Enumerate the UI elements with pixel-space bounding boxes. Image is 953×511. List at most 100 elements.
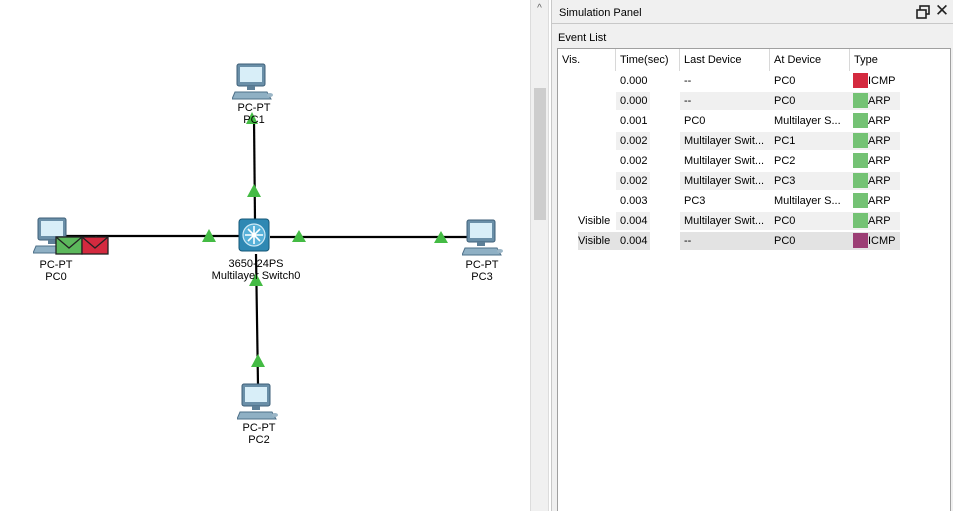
event-vis-cell (578, 72, 616, 90)
event-type-cell: ICMP (868, 75, 896, 87)
link-indicator-switch-left (202, 229, 216, 242)
event-vis-cell (578, 132, 616, 150)
pdu-color-swatch[interactable] (853, 173, 868, 188)
event-at-device-cell: Multilayer S... (774, 195, 841, 207)
event-vis-cell: Visible (578, 215, 611, 227)
event-list-label: Event List (558, 32, 607, 44)
event-type-cell: ARP (868, 195, 891, 207)
pdu-color-swatch[interactable] (853, 113, 868, 128)
event-at-device-cell: PC0 (770, 232, 854, 250)
pdu-color-swatch[interactable] (853, 73, 868, 88)
event-time-cell: 0.000 (620, 75, 648, 87)
pc0-label: PC-PT PC0 (40, 259, 73, 283)
event-at-device-cell: PC0 (774, 75, 796, 87)
event-at-device-cell: PC0 (770, 92, 854, 110)
link-indicator-switch-top (247, 184, 261, 197)
link-indicator-pc1-side (246, 112, 258, 124)
simulation-panel-header: Simulation Panel ✕ (552, 2, 953, 24)
chevron-up-icon[interactable]: ^ (537, 3, 542, 14)
pc1-computer-icon[interactable] (232, 62, 274, 102)
canvas-vertical-scrollbar[interactable]: ^ (530, 0, 549, 511)
event-last-device-cell: -- (684, 75, 692, 87)
pdu-color-swatch[interactable] (853, 233, 868, 248)
event-type-cell: ARP (868, 155, 891, 167)
event-vis-cell (578, 192, 616, 210)
link-indicator-pc3-side (434, 231, 448, 243)
pc2-type-text: PC-PT (242, 422, 276, 434)
scrollbar-thumb[interactable] (534, 88, 546, 220)
event-row[interactable]: 0.001 PC0 Multilayer S... ARP (558, 111, 950, 131)
event-type-cell: ARP (868, 115, 891, 127)
switch0-type-text: 3650-24PS (228, 258, 284, 270)
pc2-name-text: PC2 (248, 434, 270, 446)
event-vis-cell (578, 152, 616, 170)
column-header-at-device[interactable]: At Device (770, 49, 850, 71)
event-vis-cell (578, 92, 616, 110)
event-last-device-cell: -- (680, 232, 772, 250)
link-indicator-switch-right (292, 230, 306, 242)
pdu-envelopes[interactable] (55, 236, 111, 256)
event-last-device-cell: Multilayer Swit... (684, 155, 765, 167)
panel-title: Simulation Panel (559, 7, 642, 19)
event-vis-cell (578, 172, 616, 190)
event-last-device-cell: Multilayer Swit... (680, 172, 772, 190)
pdu-color-swatch[interactable] (853, 93, 868, 108)
pc0-name-text: PC0 (45, 271, 67, 283)
event-last-device-cell: PC3 (684, 195, 706, 207)
event-time-cell: 0.002 (620, 155, 648, 167)
arp-envelope-icon[interactable] (55, 236, 83, 255)
pdu-color-swatch[interactable] (853, 193, 868, 208)
pc3-computer-icon[interactable] (462, 218, 504, 258)
icmp-envelope-icon[interactable] (81, 236, 109, 255)
pc2-label: PC-PT PC2 (243, 422, 276, 446)
event-at-device-cell: PC1 (770, 132, 854, 150)
pc2-computer-icon[interactable] (237, 382, 279, 422)
pdu-color-swatch[interactable] (853, 213, 868, 228)
column-header-vis[interactable]: Vis. (558, 49, 616, 71)
pc3-type-text: PC-PT (465, 259, 499, 271)
link-pc1-switch[interactable] (252, 117, 257, 221)
pc3-label: PC-PT PC3 (466, 259, 499, 283)
multilayer-switch-icon[interactable] (237, 217, 271, 253)
event-time-cell: 0.004 (616, 212, 650, 230)
event-time-cell: 0.002 (616, 172, 650, 190)
pdu-color-swatch[interactable] (853, 153, 868, 168)
event-last-device-cell: -- (680, 92, 772, 110)
links-layer (64, 112, 468, 386)
column-header-time[interactable]: Time(sec) (616, 49, 680, 71)
event-vis-cell (578, 112, 616, 130)
pc3-name-text: PC3 (471, 271, 493, 283)
event-row[interactable]: 0.003 PC3 Multilayer S... ARP (558, 191, 950, 211)
event-list-table: Vis. Time(sec) Last Device At Device Typ… (557, 48, 951, 511)
event-at-device-cell: PC2 (774, 155, 796, 167)
restore-window-icon[interactable] (916, 5, 930, 19)
close-icon[interactable]: ✕ (934, 1, 950, 20)
event-row[interactable]: 0.002 Multilayer Swit... PC2 ARP (558, 151, 950, 171)
topology-canvas[interactable]: PC-PT PC1 PC-PT PC0 (0, 0, 530, 511)
event-time-cell: 0.000 (616, 92, 650, 110)
pdu-color-swatch[interactable] (853, 133, 868, 148)
event-vis-cell: Visible (578, 232, 616, 250)
event-last-device-cell: Multilayer Swit... (680, 212, 772, 230)
event-time-cell: 0.004 (616, 232, 650, 250)
link-indicator-switch-bottom (249, 273, 263, 286)
switch0-name-text: Multilayer Switch0 (211, 270, 301, 282)
column-header-type[interactable]: Type (850, 49, 950, 71)
event-at-device-cell: Multilayer S... (774, 115, 841, 127)
pc1-type-text: PC-PT (237, 102, 271, 114)
column-header-last-device[interactable]: Last Device (680, 49, 770, 71)
event-row[interactable]: 0.000 -- PC0 ICMP (558, 71, 950, 91)
pc0-type-text: PC-PT (39, 259, 73, 271)
event-time-cell: 0.001 (620, 115, 648, 127)
event-at-device-cell: PC0 (770, 212, 854, 230)
event-time-cell: 0.002 (616, 132, 650, 150)
pc1-name-text: PC1 (243, 114, 265, 126)
event-last-device-cell: PC0 (684, 115, 706, 127)
pc1-label: PC-PT PC1 (238, 102, 271, 126)
event-time-cell: 0.003 (620, 195, 648, 207)
